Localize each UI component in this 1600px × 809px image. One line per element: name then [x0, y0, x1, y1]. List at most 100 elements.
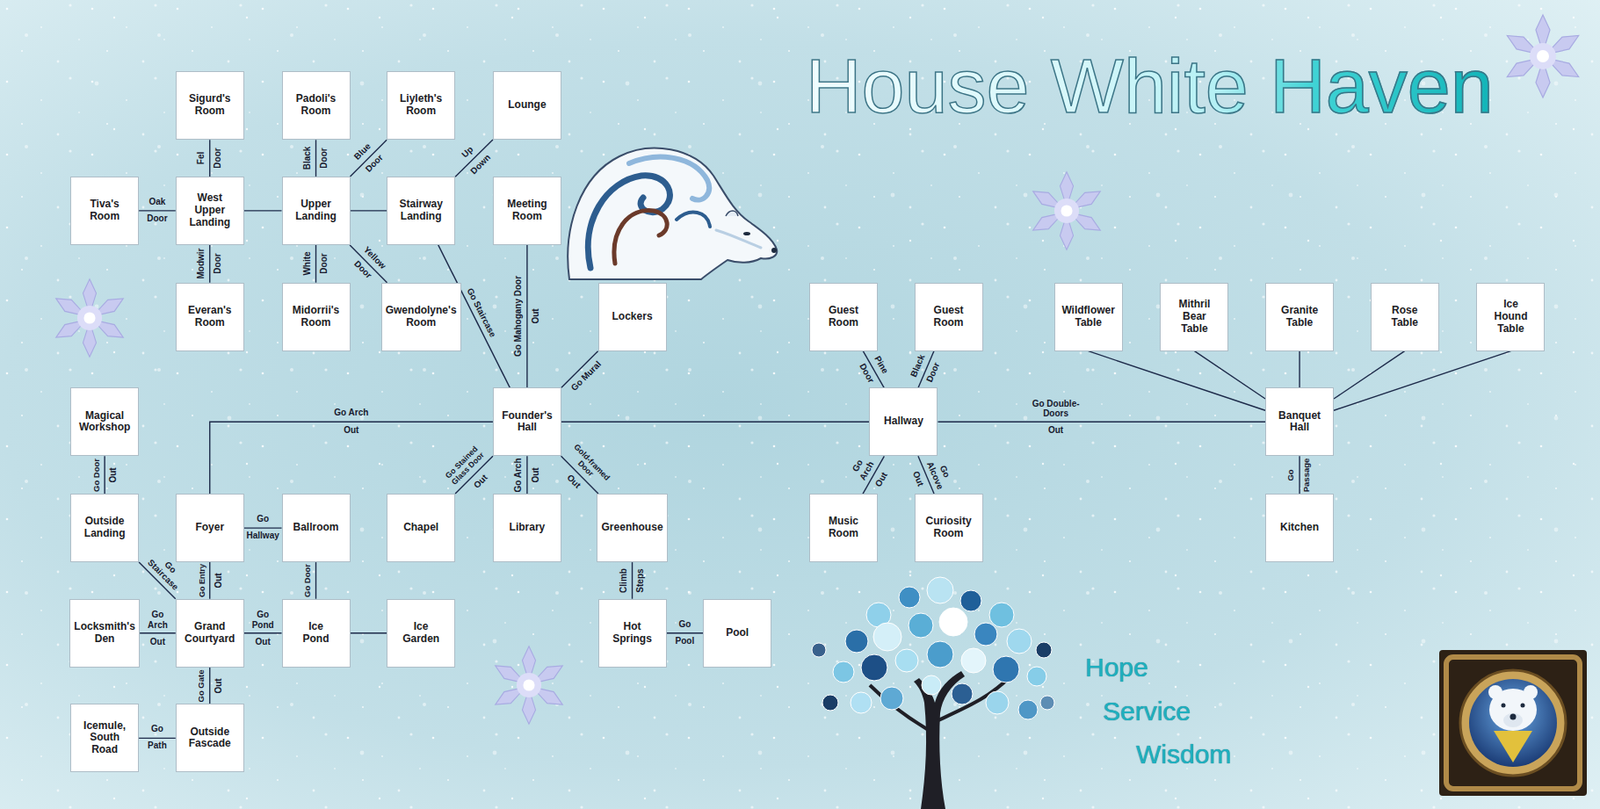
room-name: Hot Springs [612, 621, 652, 646]
edge-label: White Door [298, 252, 333, 276]
motto-word: Hope [1085, 651, 1149, 684]
edge-label: Go Passage [1282, 457, 1315, 493]
room-box: Outside Fascade [175, 703, 245, 773]
room-box: Rose Table [1370, 282, 1440, 352]
room-box: Lounge [492, 71, 562, 140]
tree-blossom [895, 649, 919, 673]
room-name: Ice Garden [402, 621, 440, 646]
room-name: Guest Room [933, 304, 964, 330]
room-box: Midorrii's Room [282, 282, 351, 352]
snowflake [1503, 14, 1582, 98]
connector [138, 209, 176, 211]
room-box: Sigurd's Room [175, 71, 245, 140]
room-name: Guest Room [828, 304, 859, 330]
tree-blossom [861, 654, 888, 681]
edge-label: Out [1048, 426, 1064, 437]
snowflake [492, 646, 566, 724]
connector [209, 139, 210, 177]
room-box: Upper Landing [282, 176, 351, 246]
edge-label: Out [873, 470, 890, 489]
room-name: Upper Landing [295, 198, 337, 224]
connector [1298, 351, 1300, 389]
house-emblem [1439, 650, 1587, 797]
room-name: Grand Courtyard [184, 621, 235, 646]
emblem-snout [1503, 713, 1523, 728]
room-name: Tiva's Room [89, 198, 120, 224]
room-box: Chapel [386, 493, 456, 563]
edge-label: Go Alcove [925, 456, 956, 491]
tree-blossom [1018, 700, 1038, 720]
connector [209, 667, 210, 705]
edge-label: Down [468, 152, 493, 177]
connector [244, 209, 283, 211]
connector [1088, 351, 1266, 412]
room-box: Mithril Bear Table [1159, 282, 1229, 352]
edge-label: Out [150, 637, 166, 648]
room-box: Tiva's Room [70, 176, 139, 246]
bear-swirl [587, 175, 670, 268]
tree-blossom [974, 622, 998, 646]
tree-blossom [898, 586, 920, 609]
motto-word: Service [1102, 695, 1191, 728]
edge-label: Go Entry [197, 564, 207, 598]
edge-label: Pine Door [854, 351, 895, 386]
tree-blossom [1027, 666, 1047, 687]
snowflake-tree [811, 577, 1055, 809]
tree-blossom [850, 692, 872, 714]
bear-nose [771, 247, 777, 254]
room-name: Curiosity Room [926, 515, 972, 541]
snowflake [52, 279, 127, 357]
tree-blossom [880, 687, 904, 710]
tree-blossom [985, 691, 1009, 715]
edge-label: Out [343, 426, 359, 437]
room-name: Mithril Bear Table [1178, 298, 1210, 335]
tree-blossom [908, 613, 934, 638]
tree-blossom [961, 648, 986, 674]
room-box: Grand Courtyard [175, 599, 245, 668]
edge-label: Go Mural [568, 358, 603, 393]
emblem-nose [1510, 714, 1517, 721]
snowflake [1029, 172, 1104, 250]
edge-label: Out [530, 309, 542, 325]
connector [244, 527, 283, 529]
tree-blossom [960, 590, 982, 612]
connector [315, 139, 317, 177]
room-box: Everan's Room [175, 282, 245, 352]
tree-blossom [926, 641, 954, 668]
room-name: Hallway [883, 415, 924, 428]
connector [455, 139, 493, 177]
edge-label: Go Door [303, 564, 313, 598]
emblem-bear-head [1489, 688, 1537, 732]
room-box: Stairway Landing [386, 176, 456, 246]
edge-label: Go Pond [252, 609, 275, 630]
edge-label: Go Door [91, 458, 102, 493]
room-box: Lockers [598, 282, 667, 352]
connector [139, 632, 176, 634]
bear-swirl [629, 157, 710, 201]
edge-label: Out [910, 469, 926, 487]
emblem-frame [1446, 657, 1580, 790]
room-name: Locksmith's Den [73, 621, 136, 646]
room-name: Banquet Hall [1278, 410, 1321, 435]
room-name: Kitchen [1280, 521, 1319, 535]
room-box: Liyleth's Room [386, 71, 456, 140]
bear-eye [743, 231, 751, 236]
room-box: Outside Landing [70, 493, 139, 563]
room-name: Outside Landing [84, 515, 126, 541]
edge-label: Black Door [298, 146, 333, 171]
emblem-ring [1460, 670, 1566, 776]
connector [1333, 351, 1511, 412]
room-name: Library [509, 521, 546, 535]
room-box: Icemule, South Road [70, 703, 139, 773]
edge-label: Go Arch [333, 408, 369, 420]
room-box: Granite Table [1265, 282, 1334, 352]
room-name: Ballroom [293, 521, 340, 535]
edge-label: Out [564, 472, 582, 491]
edge-label: Out [530, 467, 542, 483]
connector [561, 421, 870, 423]
room-name: Outside Fascade [188, 726, 232, 752]
tree-blossom [989, 602, 1014, 628]
edge-label: Go Gate [196, 669, 207, 703]
